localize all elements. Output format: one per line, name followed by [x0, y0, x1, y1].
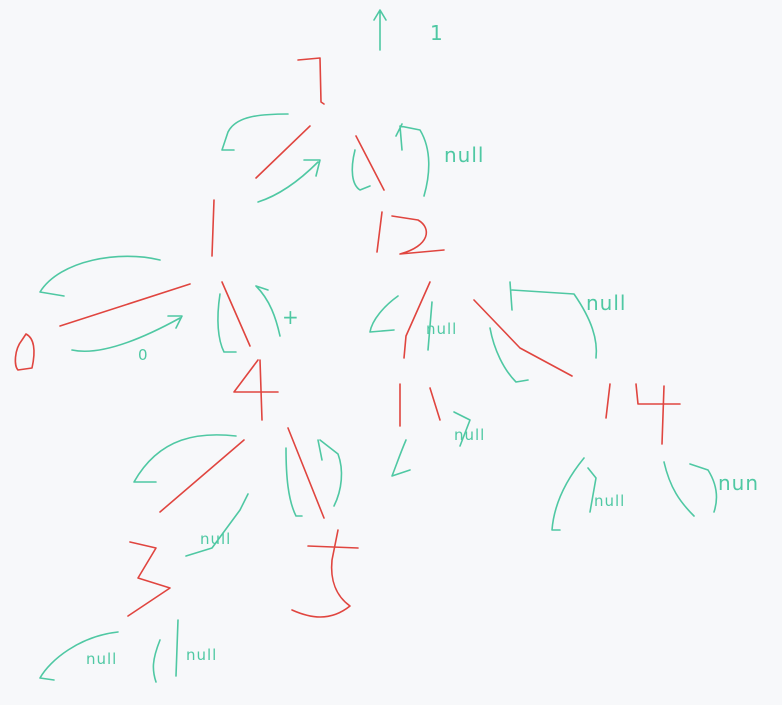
null-2-mid: null [426, 320, 457, 338]
arrow-2-leftchild [391, 439, 411, 477]
arrow-2-leftchild-r [453, 411, 471, 447]
arrow-3-left [39, 631, 119, 681]
node-14 [605, 383, 681, 445]
edge-4-to-3 [159, 439, 245, 513]
arrow-2-null-mid [427, 301, 433, 351]
node-0 [14, 333, 35, 371]
null-14-left: null [594, 492, 625, 510]
arrow-down-1-right [351, 149, 371, 191]
edge-2-leftchild-b [429, 387, 441, 421]
null-4-child: null [200, 530, 231, 548]
node-4 [233, 359, 279, 421]
node-2 [376, 211, 445, 255]
null-14-right: nun [718, 471, 759, 495]
node-3 [127, 541, 171, 617]
edge-4-to-5 [287, 427, 325, 519]
arrow-0-top [39, 255, 161, 297]
arrow-14-null [509, 281, 598, 359]
edge-2-left [403, 281, 431, 359]
null-3-left: null [86, 650, 117, 668]
edge-2-right [473, 299, 573, 377]
null-near-14: null [586, 291, 626, 315]
arrow-2-right-down [489, 327, 529, 383]
arrow-up-4 [255, 285, 281, 337]
null-2-leftchild: null [454, 426, 485, 444]
arrow-4-mid [185, 493, 249, 557]
arrow-4-down [285, 447, 303, 517]
arrow-down-left-1 [221, 113, 289, 151]
edge-0-to-4 [221, 281, 251, 347]
null-arrow-2 [395, 123, 430, 197]
top-arrow [373, 9, 387, 51]
top-label: 1 [430, 21, 444, 45]
small-0-label: 0 [138, 346, 149, 364]
null-label-2: null [444, 143, 484, 167]
edge-1-down [211, 199, 215, 257]
arrow-14-right [663, 461, 718, 517]
edge-0-left [59, 283, 191, 327]
arrow-14-left [551, 457, 597, 531]
arrow-3-right [152, 619, 179, 683]
arrow-up-right-1 [257, 159, 321, 203]
arrow-4-left [133, 434, 237, 483]
edge-1-to-0 [255, 125, 311, 179]
arrow-down-4 [217, 293, 237, 353]
arrow-0-bottom [71, 315, 183, 352]
node-1 [297, 57, 325, 105]
arrow-2-left [369, 295, 399, 333]
node-5 [291, 529, 359, 618]
arrow-4-right [317, 439, 343, 507]
plus-4: + [282, 305, 300, 329]
null-3-right: null [186, 646, 217, 664]
edge-1-to-2 [355, 135, 385, 191]
